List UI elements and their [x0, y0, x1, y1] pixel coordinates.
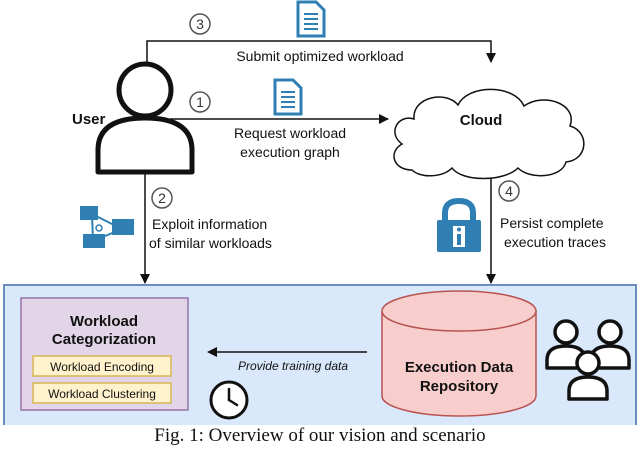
lock-info-icon — [437, 197, 481, 252]
exploit-label-2: of similar workloads — [149, 235, 272, 251]
overview-diagram: 3 1 2 4 User Cloud Submit optimized work… — [3, 0, 637, 425]
svg-text:4: 4 — [505, 183, 513, 199]
database-cylinder-icon — [381, 290, 537, 417]
document-icon — [273, 78, 303, 116]
exploit-label-1: Exploit information — [152, 216, 267, 232]
repository-label-1: Execution Data — [405, 359, 514, 376]
request-label-1: Request workload — [234, 125, 346, 141]
training-label: Provide training data — [238, 359, 348, 373]
step-2-badge: 2 — [151, 187, 173, 209]
persist-label-2: execution traces — [504, 234, 606, 250]
svg-text:3: 3 — [196, 16, 204, 32]
cloud-label: Cloud — [460, 112, 503, 129]
workflow-graph-icon — [80, 206, 134, 248]
clustering-label: Workload Clustering — [48, 387, 156, 401]
cloud-icon — [393, 88, 585, 180]
categorization-title-2: Categorization — [52, 331, 156, 348]
svg-text:1: 1 — [196, 94, 204, 110]
submit-arrow — [146, 40, 496, 70]
user-label: User — [72, 111, 106, 128]
request-label-2: execution graph — [240, 144, 340, 160]
step-3-badge: 3 — [189, 13, 211, 35]
encoding-chip — [32, 355, 172, 377]
document-icon — [296, 0, 326, 38]
users-group-icon — [545, 319, 631, 401]
step-4-badge: 4 — [498, 180, 520, 202]
user-icon — [95, 61, 195, 175]
submit-label: Submit optimized workload — [236, 48, 403, 64]
encoding-label: Workload Encoding — [50, 360, 154, 374]
figure-caption: Fig. 1: Overview of our vision and scena… — [154, 425, 486, 446]
step-1-badge: 1 — [189, 91, 211, 113]
clock-icon — [209, 380, 249, 420]
persist-label-1: Persist complete — [500, 215, 604, 231]
categorization-title-1: Workload — [70, 313, 138, 330]
clustering-chip — [32, 382, 172, 404]
svg-text:2: 2 — [158, 190, 166, 206]
repository-label-2: Repository — [420, 378, 499, 395]
